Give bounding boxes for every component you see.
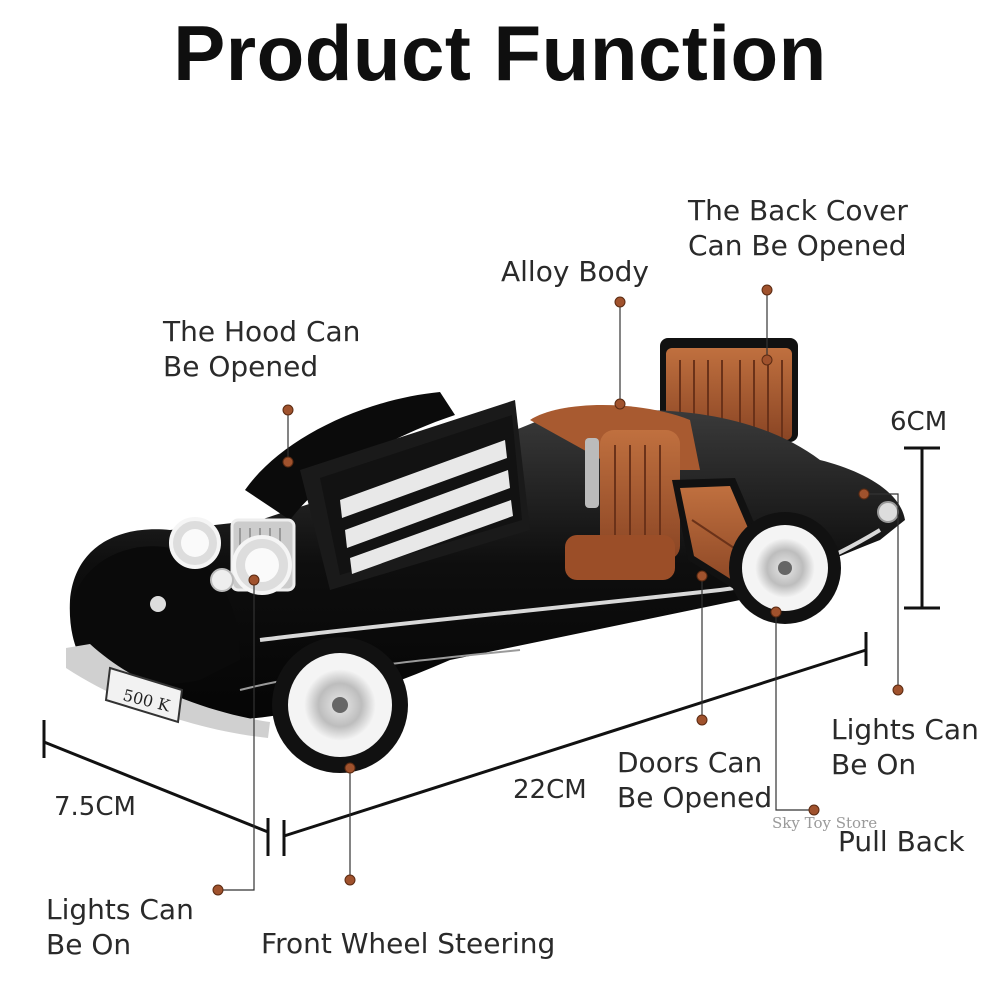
license-plate: 500 K [104, 666, 184, 724]
dimension-width-line [42, 720, 270, 856]
label-lights-front-line1: Lights Can [46, 893, 194, 926]
marker-dot [770, 606, 782, 618]
marker-dot [696, 570, 708, 582]
label-pull-back-line1: Pull Back [838, 825, 965, 858]
label-lights-front: Lights Can Be On [46, 892, 194, 962]
label-back-cover-line1: The Back Cover [688, 194, 908, 227]
dimension-length-label: 22CM [513, 775, 587, 805]
rear-wheel-icon [729, 512, 841, 624]
label-lights-front-line2: Be On [46, 928, 132, 961]
marker-dot [282, 404, 294, 416]
label-alloy-body: Alloy Body [501, 254, 649, 289]
marker-dot [696, 714, 708, 726]
marker-dot [344, 874, 356, 886]
dimension-height-line [904, 446, 940, 610]
label-hood-line2: Be Opened [163, 350, 319, 383]
dimension-width-label: 7.5CM [54, 792, 136, 822]
marker-dot [212, 884, 224, 896]
label-pull-back: Pull Back [838, 824, 965, 859]
front-wheel-icon [272, 637, 408, 773]
marker-dot [614, 296, 626, 308]
label-steering: Front Wheel Steering [261, 926, 555, 961]
marker-dot [892, 684, 904, 696]
label-doors-line1: Doors Can [617, 746, 763, 779]
label-alloy-line1: Alloy Body [501, 255, 649, 288]
label-doors-line2: Be Opened [617, 781, 773, 814]
label-hood: The Hood Can Be Opened [163, 314, 360, 384]
open-hood [245, 392, 530, 590]
marker-dot [614, 398, 626, 410]
label-back-cover: The Back Cover Can Be Opened [688, 193, 908, 263]
dimension-height-label: 6CM [890, 407, 948, 437]
page-title: Product Function [173, 9, 827, 97]
marker-dot [344, 762, 356, 774]
headlight-right-icon [232, 535, 292, 595]
marker-dot [761, 354, 773, 366]
marker-dot [858, 488, 870, 500]
store-watermark: Sky Toy Store [772, 814, 878, 832]
front-bumper [66, 644, 270, 738]
marker-dot [808, 804, 820, 816]
label-lights-rear-line2: Be On [831, 748, 917, 781]
label-lights-rear: Lights Can Be On [831, 712, 979, 782]
label-hood-line1: The Hood Can [163, 315, 361, 348]
label-steering-line1: Front Wheel Steering [261, 927, 556, 960]
label-back-cover-line2: Can Be Opened [688, 229, 907, 262]
front-seat [530, 405, 700, 580]
marker-dot [248, 574, 260, 586]
label-lights-rear-line1: Lights Can [831, 713, 979, 746]
fog-lamp-icon [150, 568, 234, 612]
dimension-length-line [282, 632, 868, 856]
rear-light-icon [877, 501, 899, 523]
headlight-left-icon [169, 517, 221, 569]
marker-dot [282, 456, 294, 468]
label-doors: Doors Can Be Opened [617, 745, 772, 815]
marker-dot [761, 284, 773, 296]
